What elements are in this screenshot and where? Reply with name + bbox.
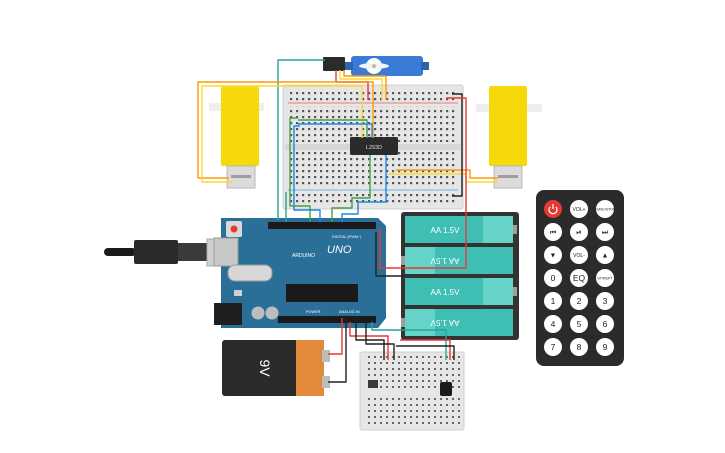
remote-button-label: 2 [577,296,582,306]
aa-cell-label: AA 1.5V [430,256,460,265]
right-gear-motor[interactable] [476,86,542,189]
remote-button[interactable]: 3 [596,292,614,310]
aa-cell-label: AA 1.5V [431,226,461,235]
aa-cell: AA 1.5V [405,278,517,305]
remote-button[interactable]: 5 [570,315,588,333]
arduino-logo-text: UNO [327,244,352,256]
remote-button[interactable]: EQ [570,269,588,287]
remote-button-label: VOL- [573,253,585,259]
remote-button-label: 3 [603,296,608,306]
remote-button[interactable]: 9 [596,338,614,356]
remote-button-label: 9 [603,342,608,352]
remote-button-label: ST/REPT [597,276,613,280]
remote-button[interactable]: ▲ [596,246,614,264]
driver-chip-label: L293D [366,145,382,151]
remote-button[interactable]: ⏭ [596,223,614,241]
aa-battery-pack[interactable]: AA 1.5V AA 1.5V AA 1.5V AA 1.5V [401,212,519,340]
remote-button-label: ⏭ [602,230,609,237]
remote-button-label: VOL+ [573,207,586,213]
analog-header-label: ANALOG IN [339,310,360,314]
remote-button-label: ▼ [550,253,557,260]
ir-receiver[interactable] [440,382,452,396]
remote-button[interactable]: ▼ [544,246,562,264]
digital-header-label: DIGITAL (PWM~) [332,235,362,239]
arduino-uno-board[interactable]: UNO ARDUINO DIGITAL (PWM~) POWER ANALOG … [213,218,386,328]
remote-power-button[interactable] [544,200,562,218]
remote-button-label: ▲ [602,253,609,260]
remote-button[interactable]: FUNC/STOP [595,200,616,218]
remote-button-label: 6 [603,319,608,329]
aa-cell: AA 1.5V [401,247,513,274]
remote-button[interactable]: ⏯ [570,223,588,241]
remote-button-label: 8 [577,342,582,352]
power-header-label: POWER [306,310,321,314]
remote-button-label: 5 [577,319,582,329]
aa-cell: AA 1.5V [405,216,517,243]
aa-cell: AA 1.5V [401,309,513,336]
remote-button[interactable]: 2 [570,292,588,310]
remote-button[interactable]: 1 [544,292,562,310]
remote-button[interactable]: 4 [544,315,562,333]
remote-button[interactable]: VOL- [570,246,588,264]
remote-button[interactable]: 0 [544,269,562,287]
battery-9v-label: 9V [257,359,273,377]
arduino-brand-text: ARDUINO [292,253,315,259]
remote-button-label: 4 [551,319,556,329]
remote-button[interactable]: VOL+ [570,200,588,218]
remote-button-label: 7 [551,342,556,352]
remote-button-label: 0 [551,273,556,283]
remote-button-label: 1 [551,296,556,306]
remote-button-label: EQ [573,273,586,283]
remote-button[interactable]: 6 [596,315,614,333]
remote-button[interactable]: 8 [570,338,588,356]
remote-button[interactable]: ST/REPT [596,269,614,287]
left-gear-motor[interactable] [209,86,264,189]
ir-remote[interactable]: VOL+ FUNC/STOP ⏮ ⏯ ⏭ ▼ VOL- ▲ 0 EQ ST/REPT 1 2 3 4 5 6 7 8… [536,190,624,366]
servo-motor[interactable] [323,56,429,76]
aa-cell-label: AA 1.5V [431,288,461,297]
remote-button-label: FUNC/STOP [595,207,616,211]
remote-button[interactable]: ⏮ [544,223,562,241]
driver-chip[interactable]: L293D [350,137,398,155]
battery-9v[interactable]: 9V [222,340,330,396]
aa-cell-label: AA 1.5V [430,318,460,327]
remote-button-label: ⏯ [576,230,582,237]
wires [197,59,498,383]
ir-sensor-module[interactable] [368,380,378,388]
remote-button-label: ⏮ [550,230,556,237]
remote-button[interactable]: 7 [544,338,562,356]
